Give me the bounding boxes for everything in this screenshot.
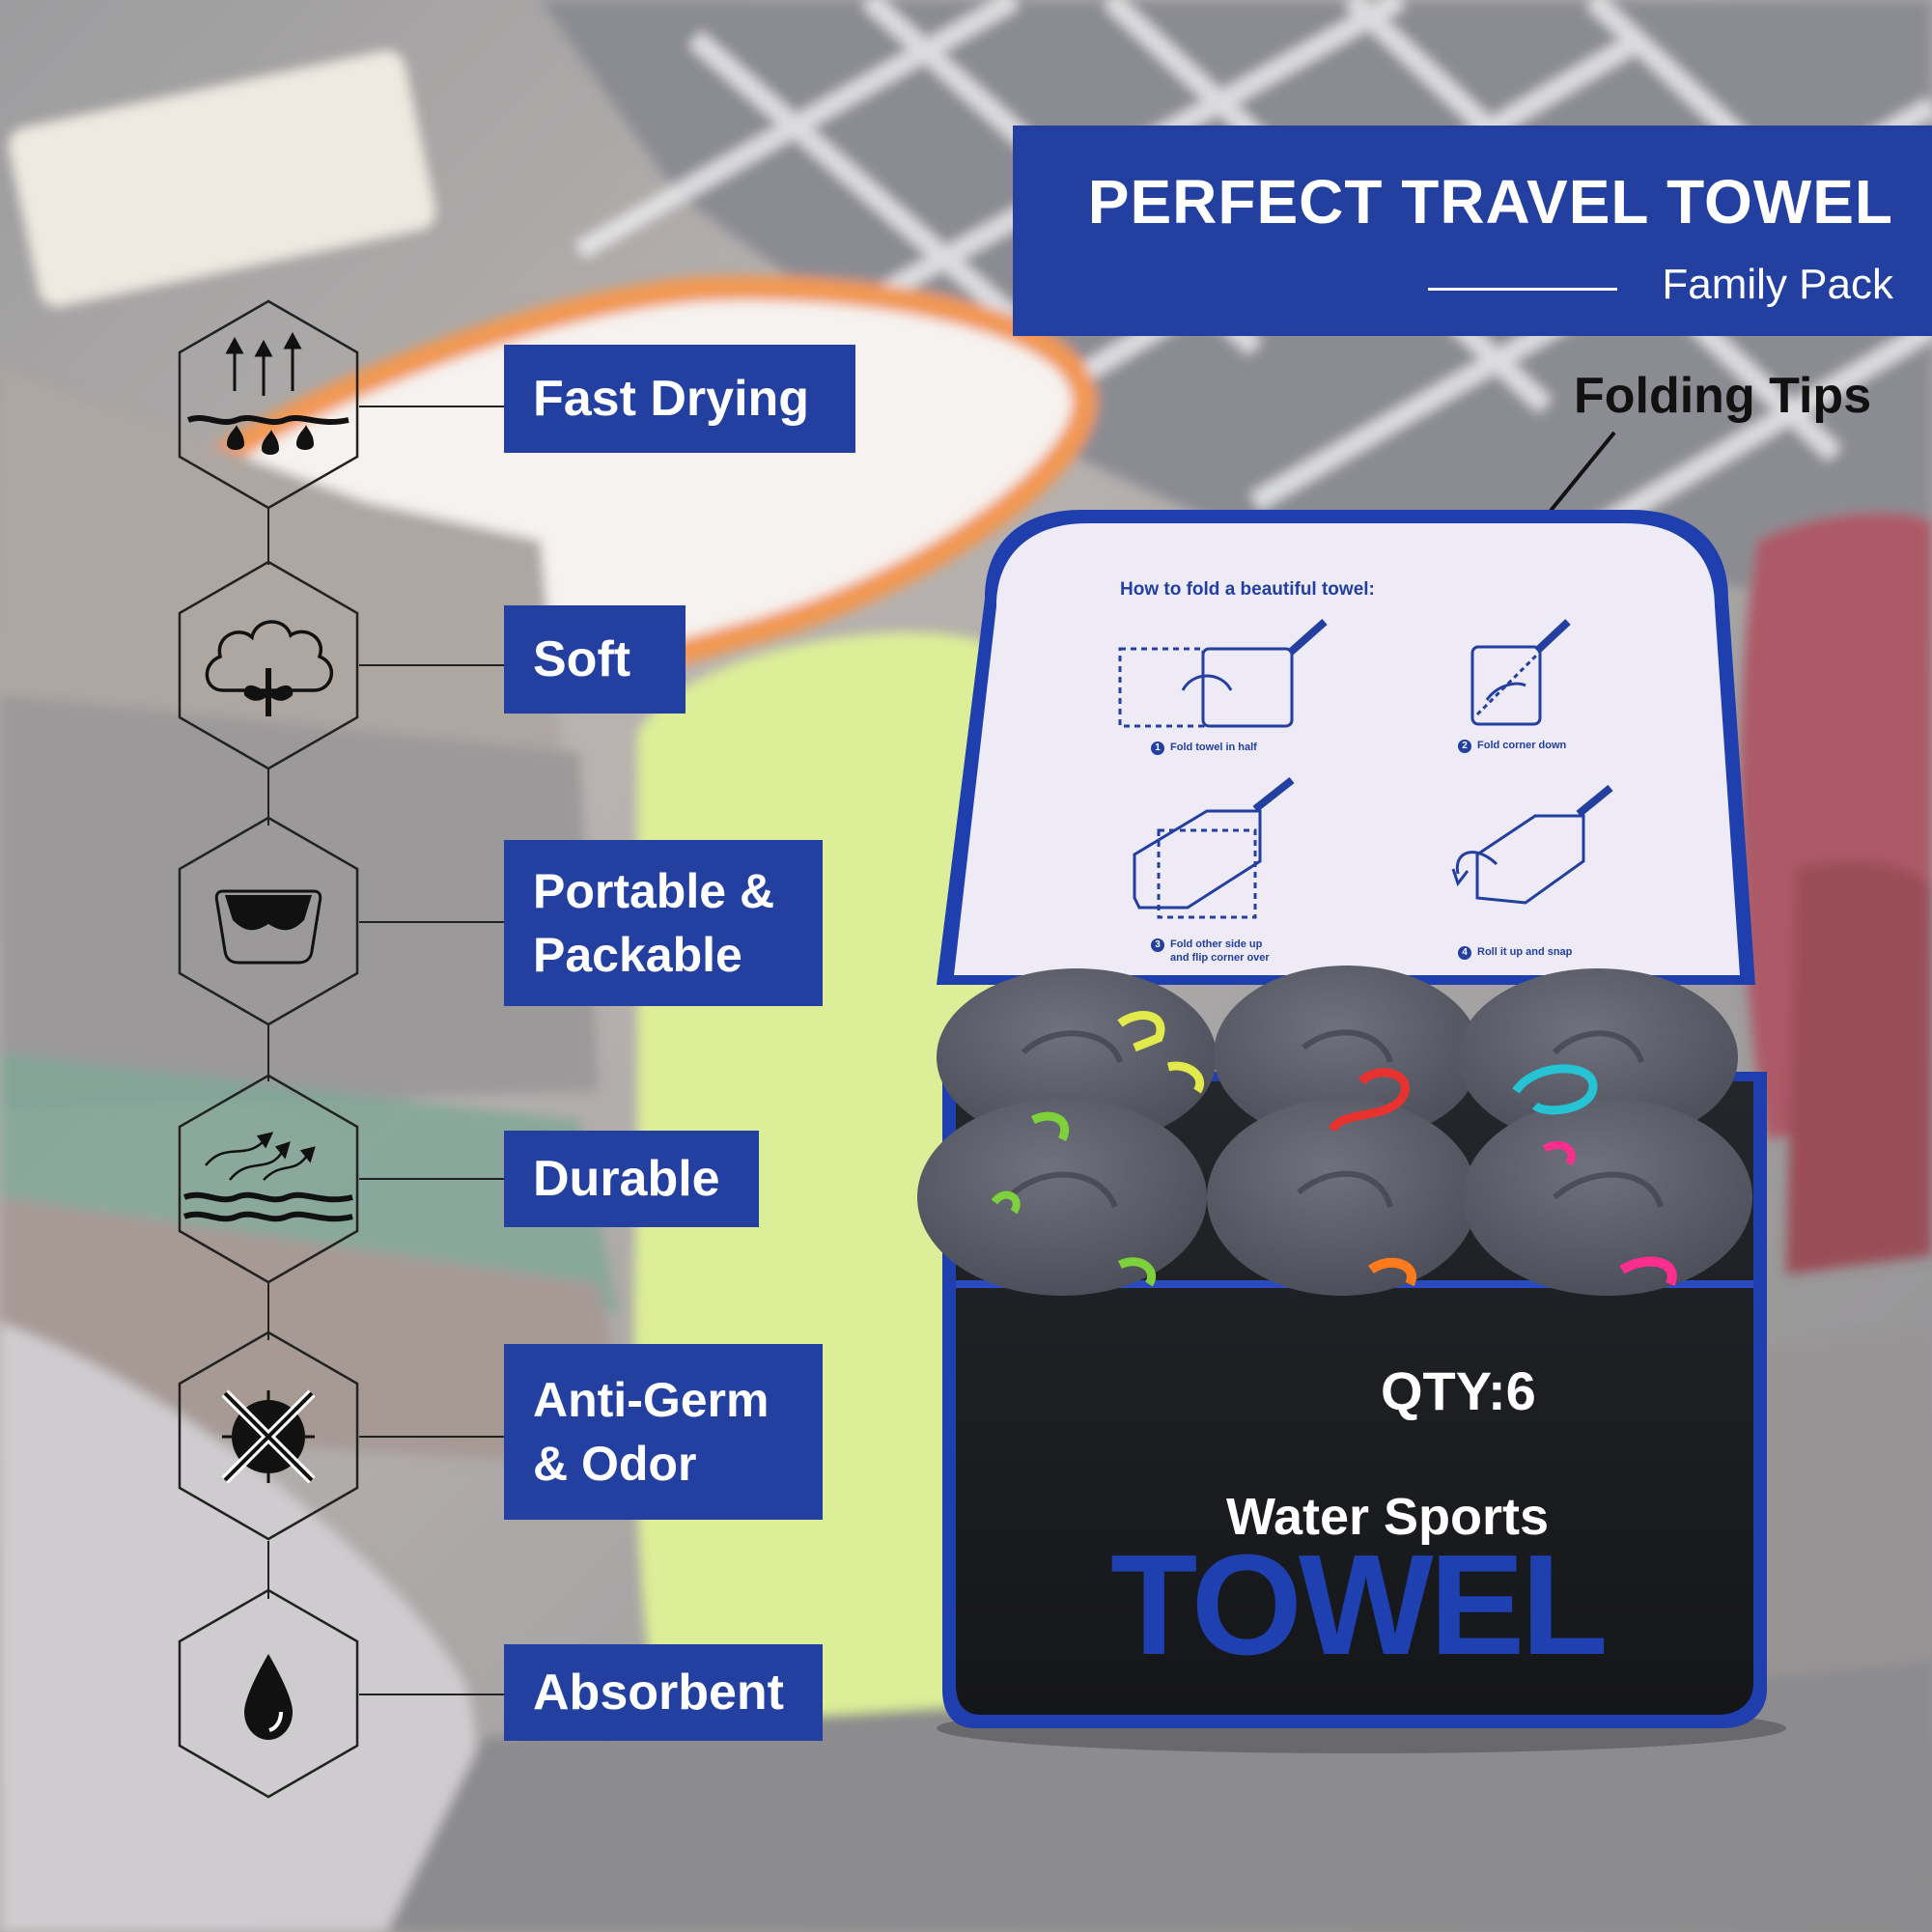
feature-label-durable: Durable bbox=[504, 1131, 759, 1227]
water-drop-icon bbox=[177, 1588, 360, 1799]
hex-link bbox=[267, 1282, 269, 1340]
cotton-soft-icon bbox=[177, 560, 360, 770]
towel-roll-group bbox=[917, 966, 1752, 1296]
feature-label-absorbent: Absorbent bbox=[504, 1644, 823, 1741]
fast-drying-icon bbox=[177, 299, 360, 510]
feature-connector bbox=[359, 406, 504, 407]
quantity-label: QTY:6 bbox=[1381, 1360, 1536, 1421]
folding-tips-callout: Folding Tips bbox=[1574, 368, 1872, 424]
feature-label-fast-drying: Fast Drying bbox=[504, 345, 855, 453]
title-divider bbox=[1428, 288, 1617, 291]
hex-link bbox=[267, 507, 269, 565]
feature-connector bbox=[359, 1436, 504, 1438]
anti-germ-icon bbox=[177, 1330, 360, 1541]
durable-waves-icon bbox=[177, 1074, 360, 1284]
product-subtitle: Water Sports bbox=[1226, 1488, 1550, 1546]
hex-link bbox=[267, 1023, 269, 1081]
feature-connector bbox=[359, 664, 504, 666]
product-name: TOWEL bbox=[1110, 1526, 1609, 1685]
towel-bag-illustration bbox=[917, 510, 1786, 1753]
fold-steps-diagram bbox=[1118, 619, 1613, 919]
hex-link bbox=[267, 1541, 269, 1599]
feature-connector bbox=[359, 921, 504, 923]
page-subtitle: Family Pack bbox=[1662, 261, 1893, 308]
feature-connector bbox=[359, 1178, 504, 1180]
feature-label-portable: Portable & Packable bbox=[504, 840, 823, 1006]
feature-label-soft: Soft bbox=[504, 605, 686, 714]
page-title: PERFECT TRAVEL TOWEL bbox=[1087, 167, 1893, 237]
feature-connector bbox=[359, 1694, 504, 1695]
hex-link bbox=[267, 768, 269, 826]
portable-pouch-icon bbox=[177, 816, 360, 1026]
title-banner: PERFECT TRAVEL TOWEL Family Pack bbox=[1013, 126, 1932, 336]
fold-guide-heading: How to fold a beautiful towel: bbox=[1120, 579, 1375, 600]
feature-label-anti-germ: Anti-Germ & Odor bbox=[504, 1344, 823, 1520]
